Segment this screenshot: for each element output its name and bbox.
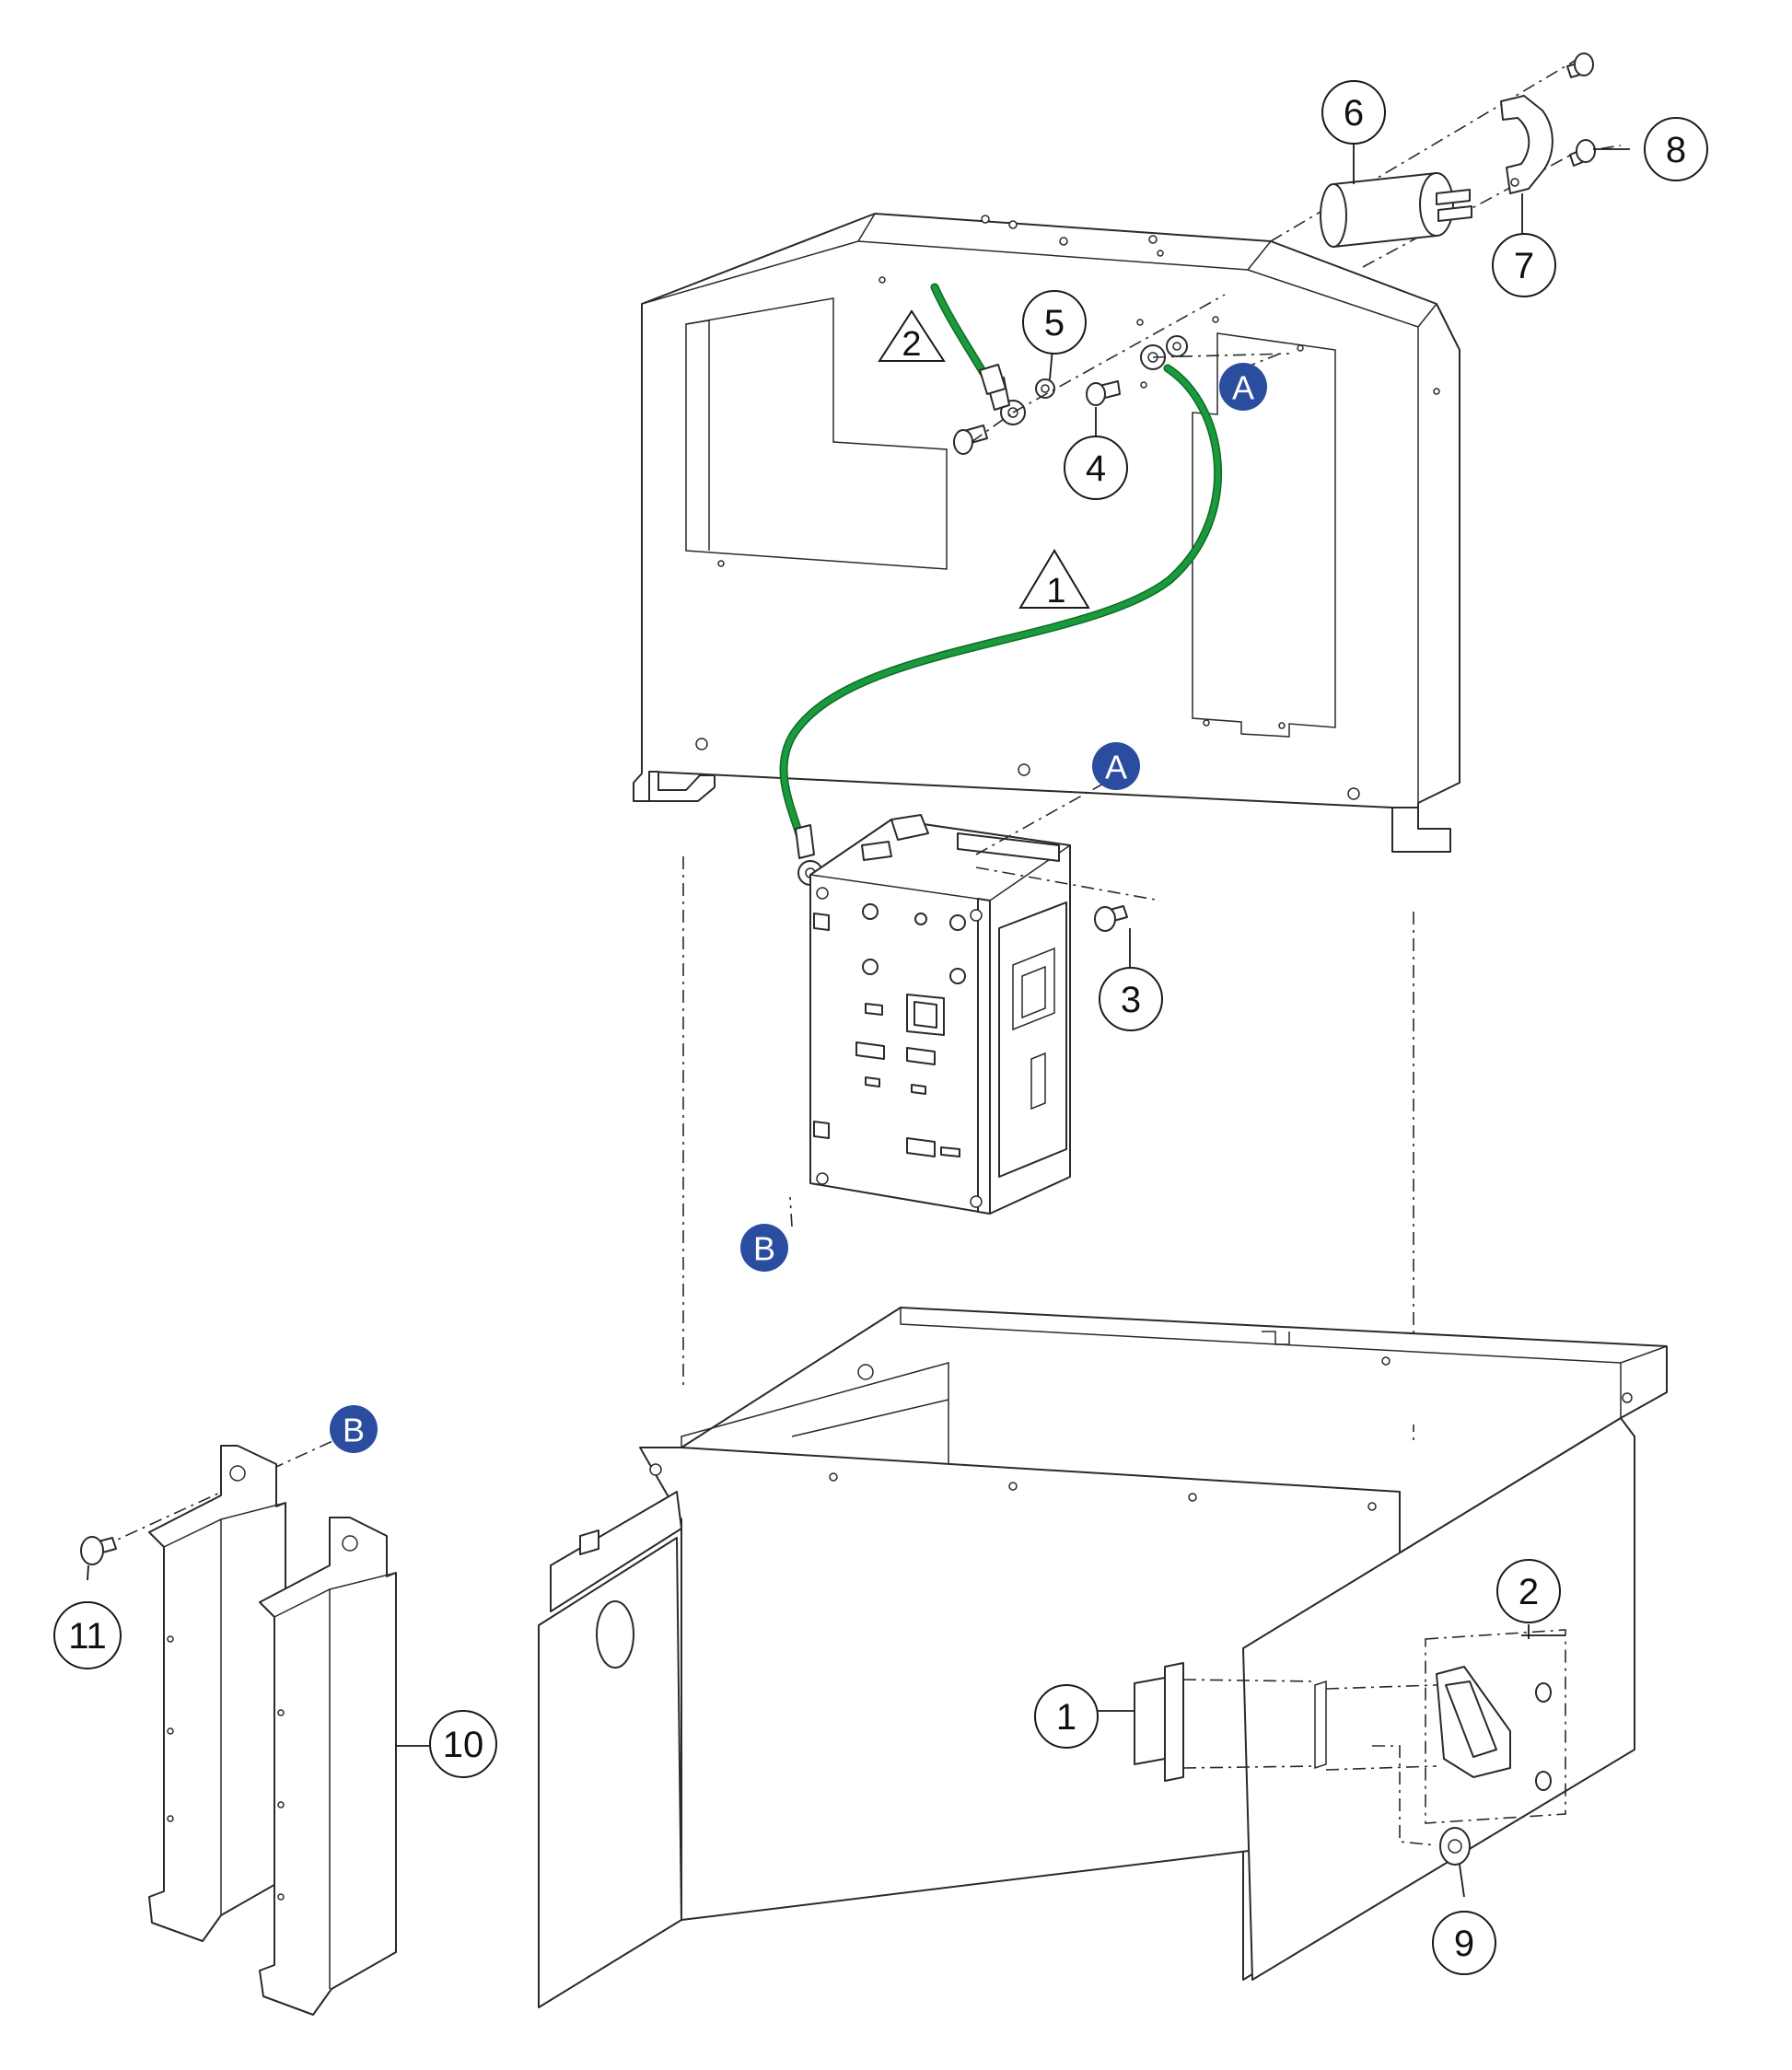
lower-base	[538, 856, 1668, 2008]
warning-triangle-2-label: 2	[902, 325, 921, 364]
callout-3-label: 3	[1121, 980, 1141, 1020]
callout-9-label: 9	[1454, 1924, 1474, 1964]
callout-7: 7	[1492, 233, 1556, 297]
ground-cable-long	[779, 364, 1222, 886]
reference-a-mid-label: A	[1105, 749, 1127, 786]
reference-a-top-label: A	[1232, 369, 1254, 407]
callout-4-label: 4	[1086, 448, 1106, 489]
ground-cable-short	[930, 283, 1007, 395]
callout-2-label: 2	[1519, 1572, 1539, 1612]
side-brackets	[80, 1436, 397, 2016]
reference-b-left-label: B	[343, 1412, 365, 1449]
warning-triangle-2: 2	[878, 309, 946, 364]
callout-5: 5	[1022, 290, 1087, 355]
callout-6-label: 6	[1344, 93, 1364, 134]
callout-11: 11	[53, 1601, 122, 1669]
callout-11-label: 11	[68, 1616, 107, 1657]
callout-10-label: 10	[443, 1725, 484, 1765]
leader-lines	[87, 131, 1630, 1898]
reference-marker-a-mid: A	[1092, 742, 1140, 790]
warning-triangle-1: 1	[1018, 549, 1090, 611]
callout-8: 8	[1644, 117, 1708, 181]
reference-marker-a-top: A	[1219, 353, 1281, 411]
callout-4: 4	[1064, 436, 1128, 500]
callout-8-label: 8	[1666, 130, 1686, 170]
callout-1: 1	[1034, 1684, 1099, 1749]
capacitor-assembly	[1270, 52, 1622, 268]
reference-b-mid-label: B	[753, 1230, 775, 1268]
reference-marker-b-left: B	[330, 1405, 378, 1453]
callout-3: 3	[1099, 967, 1163, 1031]
callout-2: 2	[1496, 1559, 1561, 1623]
callout-6: 6	[1321, 80, 1386, 145]
callout-9: 9	[1432, 1911, 1496, 1975]
callout-5-label: 5	[1044, 303, 1065, 343]
callout-7-label: 7	[1514, 246, 1534, 286]
reference-marker-b-mid: B	[740, 1196, 793, 1272]
warning-triangle-1-label: 1	[1046, 572, 1065, 611]
callout-10: 10	[429, 1710, 497, 1778]
callout-1-label: 1	[1056, 1697, 1076, 1738]
control-box	[809, 782, 1161, 1215]
